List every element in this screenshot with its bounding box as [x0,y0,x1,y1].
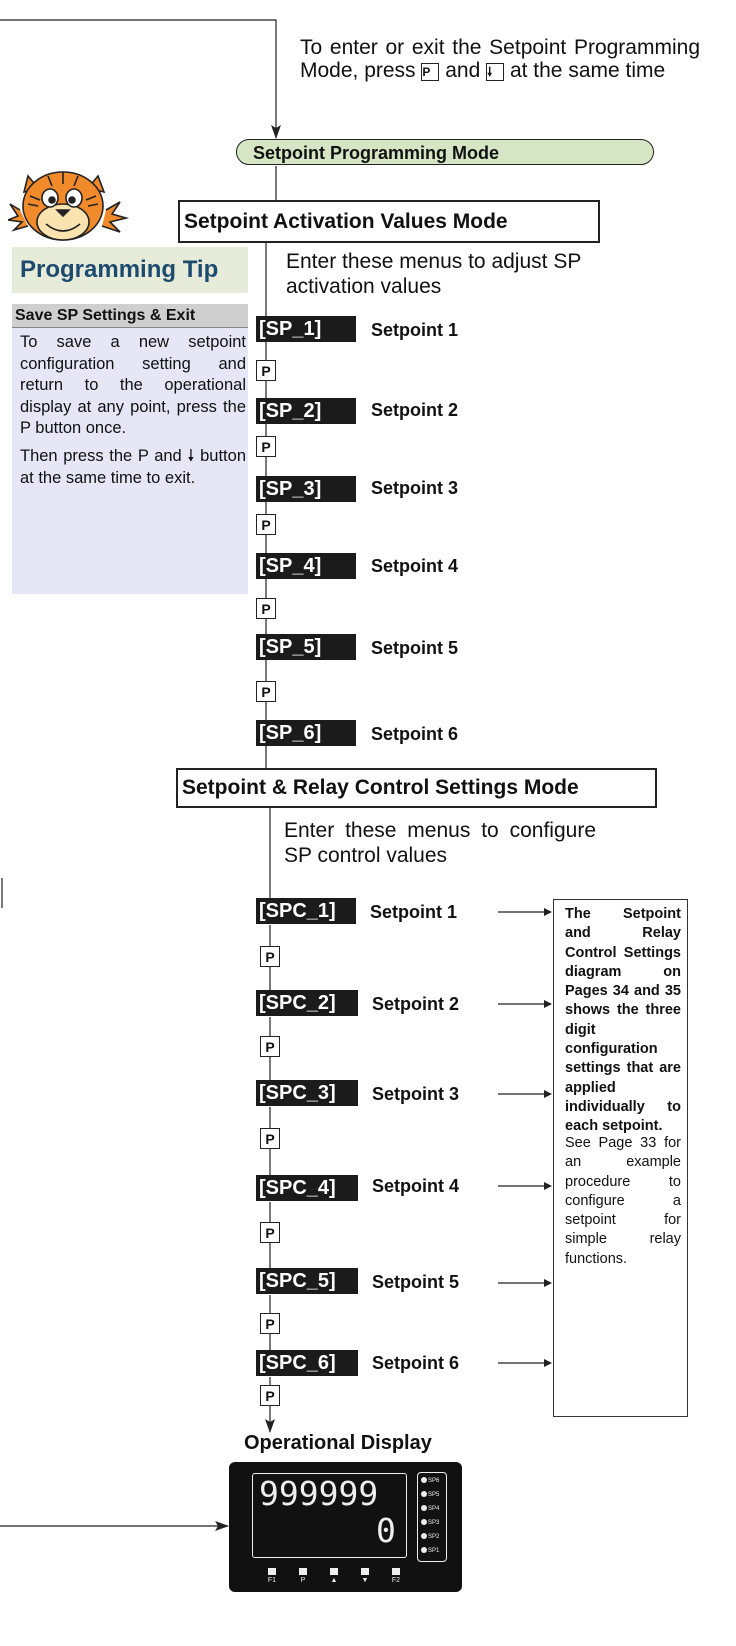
side-note-regular-text: See Page 33 for an example procedure to … [565,1135,681,1267]
menu-sp-2-label: Setpoint 2 [371,400,459,420]
p-key-icon: P [256,681,276,702]
meter-display-window [252,1473,407,1558]
menu-spc-2[interactable]: [SPC_2] [256,990,358,1016]
tiger-mascot-icon [8,171,130,241]
setpoint-programming-mode-banner: Setpoint Programming Mode [236,139,654,165]
menu-sp-4-label: Setpoint 4 [371,556,459,576]
menu-spc-3-label: Setpoint 3 [372,1084,460,1104]
menu-sp-6-label: Setpoint 6 [371,724,459,744]
menu-sp-4[interactable]: [SP_4] [256,553,356,579]
menu-spc-1-label: Setpoint 1 [370,902,458,922]
meter-key-down[interactable]: ▼ [353,1568,377,1584]
operational-display-title: Operational Display [244,1432,432,1454]
intro-text: To enter or exit the Setpoint Programmin… [300,36,700,82]
activation-values-mode-box: Setpoint Activation Values Mode [178,200,600,243]
menu-spc-1[interactable]: [SPC_1] [256,898,356,924]
p-key-icon: P [256,436,276,457]
programming-tip-panel [12,304,248,594]
menu-spc-5-label: Setpoint 5 [372,1272,460,1292]
side-note-bold-text: The Setpoint and Relay Control Settings … [565,906,681,1135]
menu-spc-6[interactable]: [SPC_6] [256,1350,358,1376]
p-key-icon: P [256,598,276,619]
menu-spc-4-label: Setpoint 4 [372,1176,460,1196]
activation-description: Enter these menus to adjust SP activatio… [286,250,581,298]
programming-tip-para-1: To save a new setpoint configuration set… [20,333,246,437]
meter-led-panel: SP6 SP5 SP4 SP3 SP2 SP1 [417,1472,447,1562]
meter-upper-digits: 999999 [259,1474,379,1513]
led-sp5: SP5 [421,1491,439,1499]
menu-sp-3[interactable]: [SP_3] [256,476,356,502]
menu-sp-3-label: Setpoint 3 [371,478,459,498]
led-sp1: SP1 [421,1547,439,1555]
p-key-icon: P [260,1128,280,1149]
p-key-icon: P [256,514,276,535]
menu-sp-6[interactable]: [SP_6] [256,720,356,746]
intro-text-part: To enter or exit the Setpoint Programmin… [300,36,700,82]
p-key-icon: P [260,1313,280,1334]
menu-sp-1[interactable]: [SP_1] [256,316,356,342]
p-key-icon: P [260,1222,280,1243]
programming-tip-title: Programming Tip [12,247,248,293]
down-arrow-key-icon: 🠗 [486,63,505,81]
meter-key-f2[interactable]: F2 [384,1568,408,1584]
led-sp6: SP6 [421,1477,439,1485]
menu-sp-2[interactable]: [SP_2] [256,398,356,424]
side-note-box [553,899,688,1417]
meter-lower-digits: 0 [376,1511,396,1550]
menu-spc-3[interactable]: [SPC_3] [256,1080,358,1106]
meter-key-p[interactable]: P [291,1568,315,1584]
led-sp4: SP4 [421,1505,439,1513]
meter-keypad: F1 P ▲ ▼ F2 [260,1568,415,1590]
p-key-icon: P [421,63,440,81]
menu-spc-2-label: Setpoint 2 [372,994,460,1014]
relay-description: Enter these menus to configure SP contro… [284,819,596,867]
menu-sp-5-label: Setpoint 5 [371,638,459,658]
led-sp3: SP3 [421,1519,439,1527]
p-key-icon: P [260,1036,280,1057]
intro-text-part: at the same time [504,59,666,82]
programming-tip-para-2: Then press the P and 🠗 button at the sam… [20,447,246,487]
p-key-icon: P [256,360,276,381]
menu-spc-6-label: Setpoint 6 [372,1353,460,1373]
programming-tip-header: Save SP Settings & Exit [12,304,248,328]
intro-text-part: and [439,59,487,82]
relay-control-mode-box: Setpoint & Relay Control Settings Mode [176,768,657,808]
menu-spc-5[interactable]: [SPC_5] [256,1268,358,1294]
meter-key-f1[interactable]: F1 [260,1568,284,1584]
p-key-icon: P [260,946,280,967]
meter-key-up[interactable]: ▲ [322,1568,346,1584]
menu-sp-1-label: Setpoint 1 [371,320,459,340]
menu-sp-5[interactable]: [SP_5] [256,634,356,660]
menu-spc-4[interactable]: [SPC_4] [256,1175,358,1201]
p-key-icon: P [260,1385,280,1406]
led-sp2: SP2 [421,1533,439,1541]
